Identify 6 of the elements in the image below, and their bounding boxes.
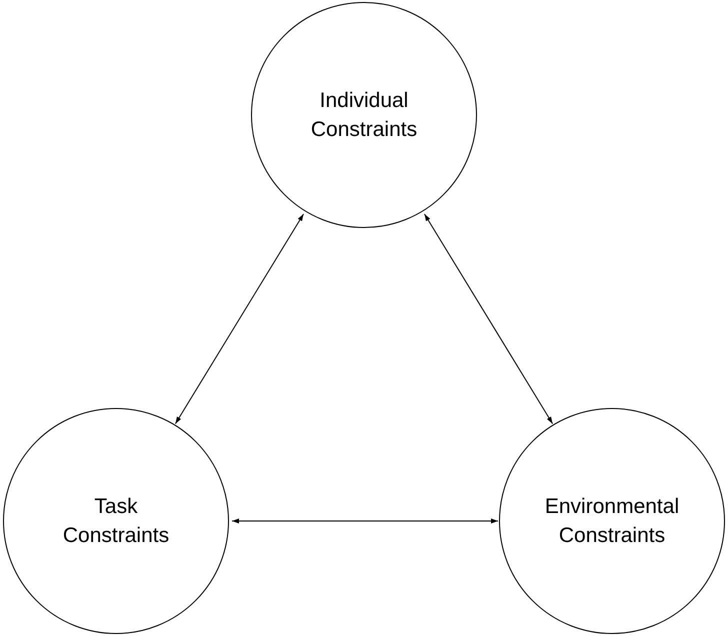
double-arrow: [232, 518, 498, 524]
node-label: Task Constraints: [62, 494, 170, 549]
double-arrow: [424, 214, 554, 424]
node-label: Environmental Constraints: [544, 494, 680, 549]
double-arrow: [174, 214, 304, 424]
node-label: Individual Constraints: [310, 88, 418, 143]
